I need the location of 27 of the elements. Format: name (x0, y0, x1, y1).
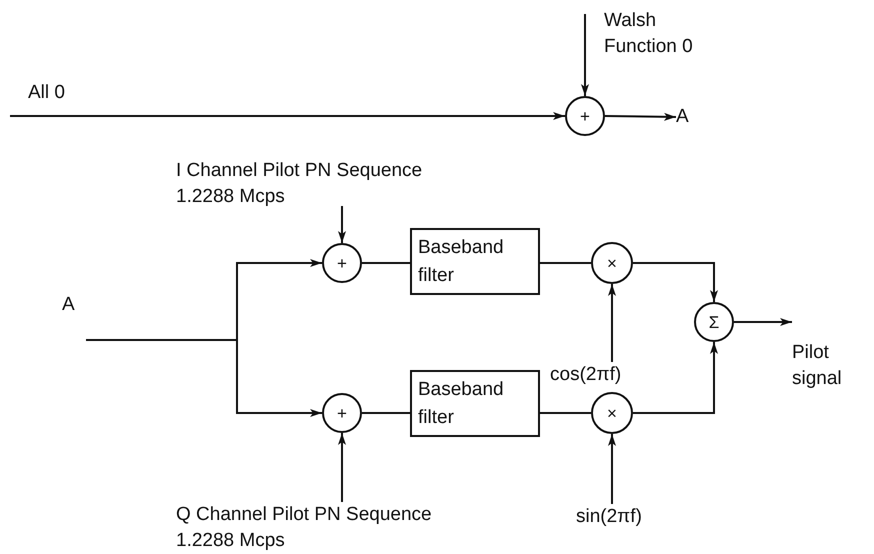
text-label: Walsh Function 0 (578, 8, 708, 64)
text-label: Pilot signal (792, 312, 862, 396)
signal-arrow (604, 112, 676, 121)
text-label: cos(2πf) (550, 362, 655, 390)
signal-arrow (10, 112, 565, 120)
signal-arrow (734, 318, 792, 326)
operator-circle: Σ (694, 302, 734, 342)
signal-arrow (581, 14, 589, 96)
operator-circle: + (322, 243, 362, 283)
signal-arrow (338, 433, 346, 502)
signal-arrow (86, 339, 322, 417)
signal-arrow (633, 342, 718, 414)
text-label: A (676, 104, 696, 130)
filter-box: Baseband filter (410, 370, 540, 437)
signal-arrow (608, 434, 616, 504)
operator-circle: + (322, 393, 362, 433)
operator-circle: × (591, 392, 633, 434)
filter-box: Baseband filter (410, 228, 540, 295)
signal-arrow (338, 206, 346, 243)
signal-arrow (633, 262, 718, 302)
text-label: sin(2πf) (576, 504, 676, 532)
operator-circle: × (591, 242, 633, 284)
text-label: Q Channel Pilot PN Sequence 1.2288 Mcps (176, 502, 451, 554)
text-label: A (62, 292, 86, 340)
operator-circle: + (565, 96, 605, 136)
text-label: I Channel Pilot PN Sequence 1.2288 Mcps (176, 158, 451, 206)
signal-arrow (608, 284, 616, 362)
